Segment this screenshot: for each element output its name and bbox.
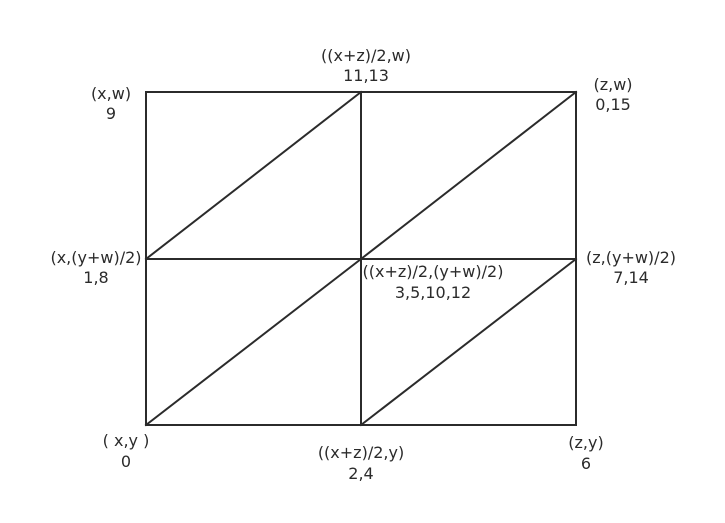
node-bottom-mid-coord: ((x+z)/2,y) bbox=[318, 443, 404, 462]
node-top-left-coord: (x,w) bbox=[91, 84, 131, 103]
node-mid-right-coord: (z,(y+w)/2) bbox=[586, 248, 676, 267]
diagonal-top-left-cell bbox=[144, 90, 363, 261]
node-top-left-ids: 9 bbox=[106, 104, 116, 123]
node-bottom-left-label: ( x,y ) 0 bbox=[103, 431, 150, 471]
node-top-left-label: (x,w) 9 bbox=[91, 84, 131, 123]
node-top-right-coord: (z,w) bbox=[593, 75, 632, 94]
node-bottom-right-ids: 6 bbox=[581, 454, 591, 473]
node-top-mid-ids: 11,13 bbox=[343, 66, 389, 85]
node-center-label: ((x+z)/2,(y+w)/2) 3,5,10,12 bbox=[363, 262, 504, 302]
node-top-right-ids: 0,15 bbox=[595, 95, 631, 114]
node-mid-left-label: (x,(y+w)/2) 1,8 bbox=[50, 248, 141, 287]
node-center-coord: ((x+z)/2,(y+w)/2) bbox=[363, 262, 504, 281]
node-center-ids: 3,5,10,12 bbox=[395, 283, 471, 302]
diagonal-bottom-right-cell bbox=[359, 257, 578, 427]
node-bottom-left-ids: 0 bbox=[121, 452, 131, 471]
node-bottom-right-label: (z,y) 6 bbox=[568, 433, 603, 473]
node-bottom-right-coord: (z,y) bbox=[568, 433, 603, 452]
node-top-mid-label: ((x+z)/2,w) 11,13 bbox=[321, 46, 411, 85]
node-mid-right-ids: 7,14 bbox=[613, 268, 649, 287]
node-bottom-mid-ids: 2,4 bbox=[348, 464, 373, 483]
node-top-mid-coord: ((x+z)/2,w) bbox=[321, 46, 411, 65]
node-mid-left-coord: (x,(y+w)/2) bbox=[50, 248, 141, 267]
node-mid-right-label: (z,(y+w)/2) 7,14 bbox=[586, 248, 676, 287]
node-bottom-mid-label: ((x+z)/2,y) 2,4 bbox=[318, 443, 404, 483]
diagonal-top-right-cell bbox=[359, 90, 578, 261]
node-top-right-label: (z,w) 0,15 bbox=[593, 75, 632, 114]
node-mid-left-ids: 1,8 bbox=[83, 268, 108, 287]
diagonal-bottom-left-cell bbox=[144, 257, 363, 427]
node-bottom-left-coord: ( x,y ) bbox=[103, 431, 150, 450]
